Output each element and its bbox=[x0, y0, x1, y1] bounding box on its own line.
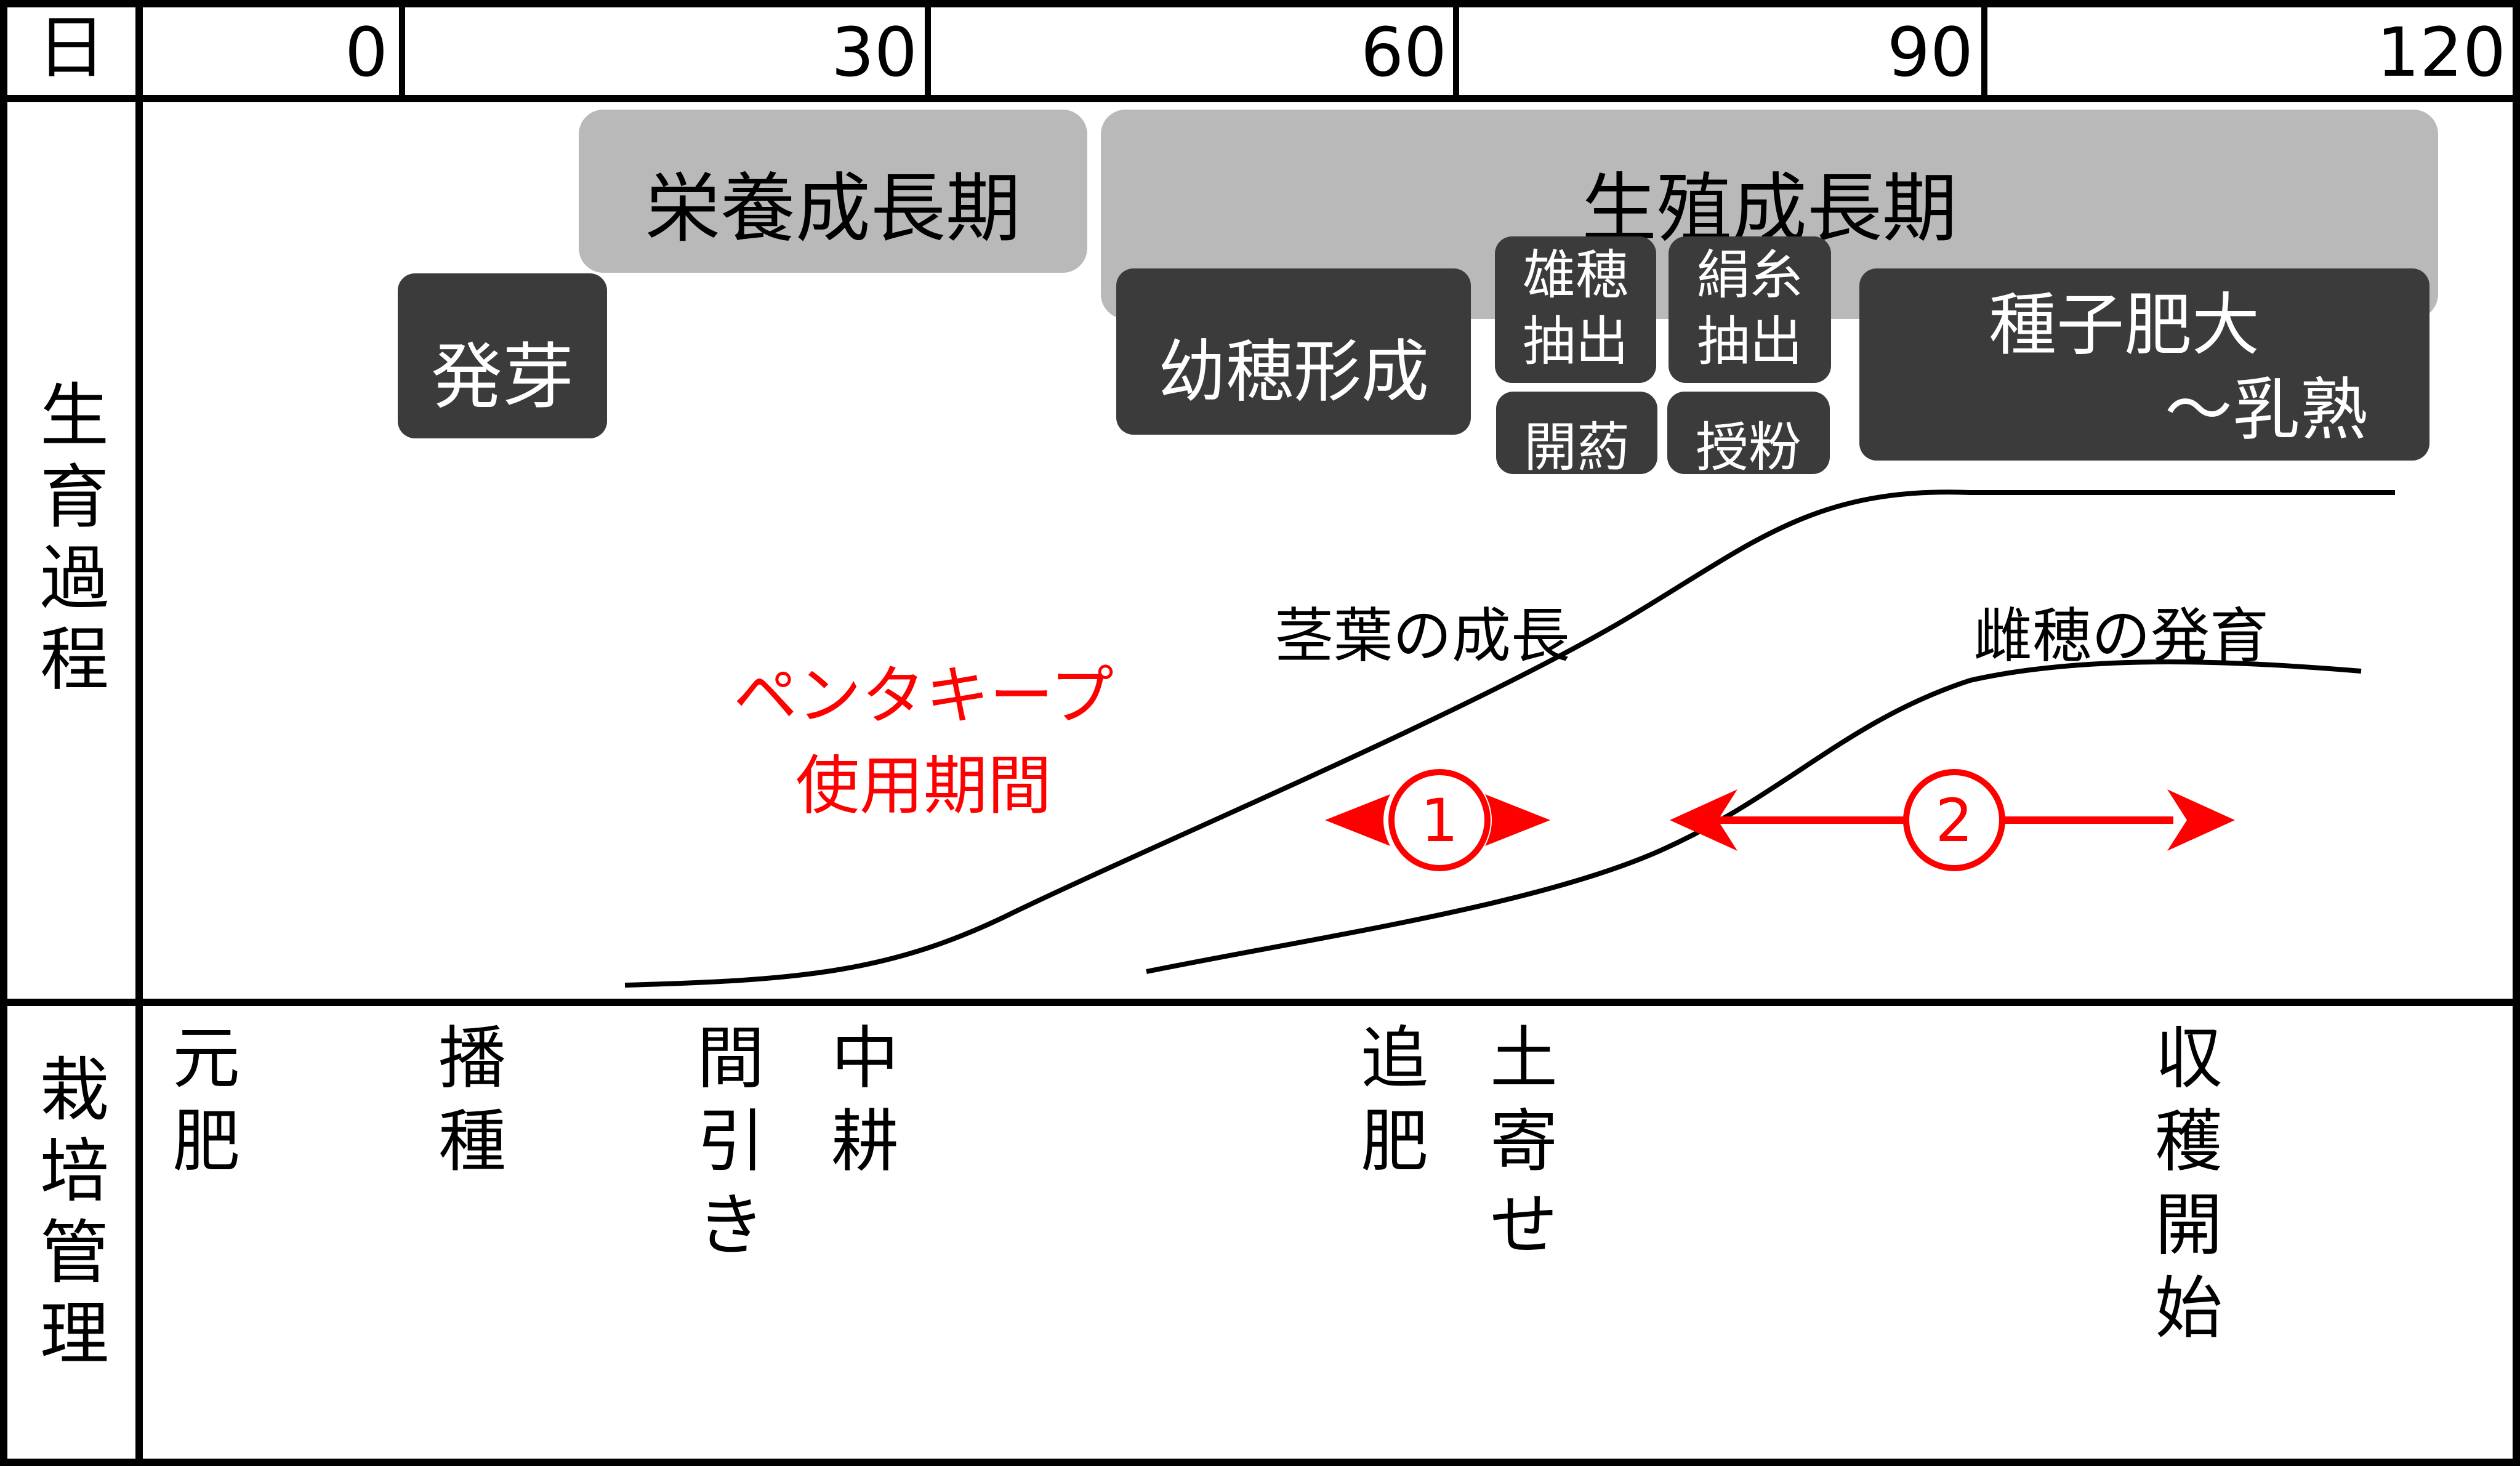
pentakeep-usage-period-label: ペンタキープ 使用期間 bbox=[727, 651, 1121, 831]
period-1-circle bbox=[1388, 769, 1491, 871]
label-column-divider bbox=[135, 0, 143, 1466]
management-sowing: 播 種 bbox=[432, 1017, 512, 1184]
thinning-char-3: き bbox=[697, 1185, 765, 1265]
period-2-circle bbox=[1903, 769, 2005, 871]
stage-seed-fill-line-2: 〜乳熟 bbox=[2165, 370, 2368, 449]
management-basal-fertilizer: 元 肥 bbox=[166, 1017, 246, 1184]
period-2-left-arrowhead bbox=[1670, 789, 1737, 851]
growth-label-char-2: 育 bbox=[40, 457, 109, 538]
frame-right-border bbox=[2513, 0, 2520, 1466]
basal-fertilizer-char-2: 肥 bbox=[172, 1102, 240, 1182]
growth-label-char-3: 過 bbox=[40, 539, 109, 619]
tick-label-0: 0 bbox=[345, 13, 388, 92]
stage-tassel-line-2: 抽出 bbox=[1523, 310, 1628, 373]
top-dressing-char-2: 肥 bbox=[1361, 1102, 1428, 1182]
header-row-divider bbox=[0, 95, 2520, 102]
vegetative-growth-label: 栄養成長期 bbox=[645, 165, 1021, 252]
cultivation-management-row-label: 栽 培 管 理 bbox=[34, 1050, 115, 1375]
stage-pollination: 授粉 bbox=[1667, 392, 1830, 478]
cultivation-char-2: 耕 bbox=[831, 1102, 899, 1182]
period-2-arrow bbox=[1670, 769, 2235, 871]
stage-seed-fill-line-1: 種子肥大 bbox=[1989, 286, 2260, 364]
stage-panicle-formation-label: 幼穂形成 bbox=[1158, 332, 1429, 411]
tick-divider-60 bbox=[1453, 7, 1459, 95]
tick-label-30: 30 bbox=[831, 13, 917, 92]
growth-process-row-label: 生 育 過 程 bbox=[34, 376, 115, 701]
stage-anthesis: 開葯 bbox=[1496, 392, 1657, 478]
stage-pollination-label: 授粉 bbox=[1696, 417, 1801, 478]
stage-germination-label: 発芽 bbox=[431, 336, 574, 419]
ear-development-curve bbox=[1146, 659, 2362, 974]
tick-label-90: 90 bbox=[1887, 13, 1973, 92]
tick-divider-30 bbox=[925, 7, 931, 95]
harvest-start-char-2: 穫 bbox=[2155, 1102, 2223, 1182]
frame-bottom-border bbox=[0, 1459, 2520, 1466]
pentakeep-label-line-2: 使用期間 bbox=[795, 747, 1052, 823]
tick-divider-0 bbox=[399, 7, 405, 95]
period-1-number: 1 bbox=[1420, 786, 1458, 855]
stage-seed-fill: 種子肥大 〜乳熟 bbox=[1859, 268, 2429, 461]
frame-top-border bbox=[0, 0, 2520, 7]
stem-leaf-growth-curve bbox=[624, 489, 2395, 988]
stage-silk-line-1: 絹糸 bbox=[1697, 244, 1803, 306]
tick-label-120: 120 bbox=[2377, 13, 2506, 92]
period-1-left-arrowhead bbox=[1325, 794, 1390, 846]
frame-left-border bbox=[0, 0, 7, 1466]
earthing-up-char-1: 土 bbox=[1490, 1019, 1558, 1098]
tick-divider-90 bbox=[1981, 7, 1987, 95]
harvest-start-char-4: 始 bbox=[2155, 1268, 2223, 1348]
stage-anthesis-label: 開葯 bbox=[1524, 417, 1630, 478]
growth-label-char-1: 生 bbox=[40, 376, 109, 456]
management-top-dressing: 追 肥 bbox=[1355, 1017, 1435, 1184]
management-label-char-4: 理 bbox=[40, 1294, 109, 1375]
tick-label-60: 60 bbox=[1361, 13, 1447, 92]
stage-germination: 発芽 bbox=[398, 273, 607, 438]
stage-panicle-formation: 幼穂形成 bbox=[1116, 268, 1471, 435]
stage-silk-emergence: 絹糸 抽出 bbox=[1669, 236, 1831, 383]
thinning-char-1: 間 bbox=[697, 1019, 765, 1098]
growth-label-char-4: 程 bbox=[40, 620, 109, 701]
management-label-char-3: 管 bbox=[40, 1213, 109, 1294]
period-2-right-arrowhead bbox=[2167, 789, 2235, 851]
management-cultivation: 中 耕 bbox=[825, 1017, 905, 1184]
pentakeep-label-line-1: ペンタキープ bbox=[733, 658, 1114, 733]
thinning-char-2: 引 bbox=[697, 1102, 765, 1182]
period-2-number: 2 bbox=[1935, 786, 1973, 855]
growth-row-divider bbox=[0, 999, 2520, 1006]
management-label-char-2: 培 bbox=[40, 1132, 109, 1212]
stage-tassel-line-1: 雄穂 bbox=[1523, 244, 1628, 306]
management-earthing-up: 土 寄 せ bbox=[1484, 1017, 1564, 1267]
period-1-right-arrowhead bbox=[1485, 794, 1550, 846]
sowing-char-2: 種 bbox=[438, 1102, 506, 1182]
basal-fertilizer-char-1: 元 bbox=[172, 1019, 240, 1098]
earthing-up-char-3: せ bbox=[1490, 1185, 1558, 1265]
top-dressing-char-1: 追 bbox=[1361, 1019, 1428, 1098]
cultivation-char-1: 中 bbox=[831, 1019, 899, 1098]
sowing-char-1: 播 bbox=[438, 1019, 506, 1098]
management-label-char-1: 栽 bbox=[40, 1050, 109, 1130]
management-harvest-start: 収 穫 開 始 bbox=[2149, 1017, 2229, 1350]
period-1-arrow bbox=[1325, 769, 1550, 871]
harvest-start-char-3: 開 bbox=[2155, 1185, 2223, 1265]
vegetative-growth-phase: 栄養成長期 bbox=[579, 110, 1087, 273]
harvest-start-char-1: 収 bbox=[2155, 1019, 2223, 1098]
earthing-up-char-2: 寄 bbox=[1490, 1102, 1558, 1182]
ear-development-label: 雌穂の発育 bbox=[1973, 602, 2269, 671]
stem-leaf-growth-label: 茎葉の成長 bbox=[1274, 602, 1570, 671]
stage-tassel-emergence: 雄穂 抽出 bbox=[1495, 236, 1656, 383]
day-label: 日 bbox=[37, 8, 106, 88]
management-thinning: 間 引 き bbox=[691, 1017, 771, 1267]
stage-silk-line-2: 抽出 bbox=[1697, 310, 1803, 373]
